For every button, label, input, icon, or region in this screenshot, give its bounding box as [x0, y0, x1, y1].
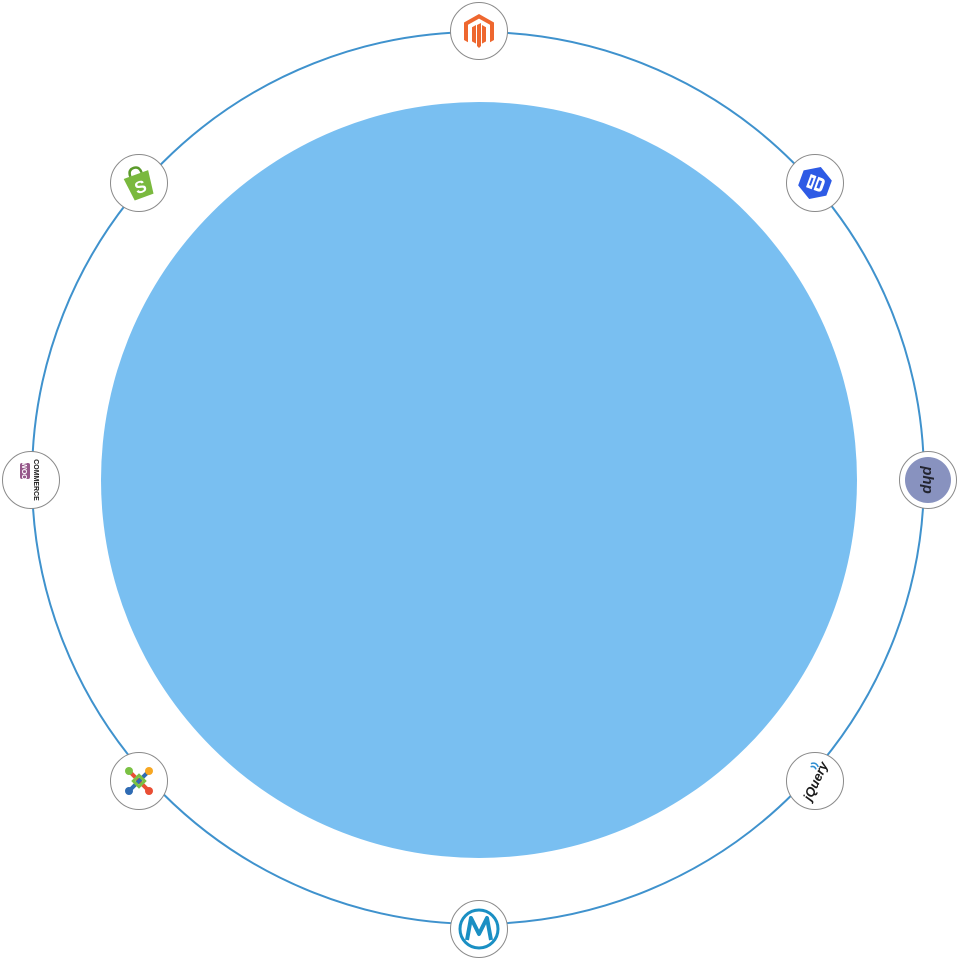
woocommerce-icon: WOO COMMERCE: [20, 459, 39, 501]
shopify-node[interactable]: S: [110, 154, 168, 212]
woocommerce-node[interactable]: WOO COMMERCE: [2, 451, 60, 509]
php-label: php: [919, 465, 936, 494]
wordpress-node[interactable]: [786, 154, 844, 212]
mconnect-node[interactable]: [450, 900, 508, 958]
jquery-node[interactable]: jQuery: [786, 752, 844, 810]
php-icon: php: [905, 457, 951, 503]
joomla-icon: [125, 767, 153, 795]
mconnect-icon: [458, 908, 500, 950]
magento-shape: [464, 14, 494, 48]
woo-label: WOO: [20, 462, 27, 480]
jquery-icon: jQuery: [799, 759, 831, 804]
magento-node[interactable]: [450, 2, 508, 60]
joomla-node[interactable]: [110, 752, 168, 810]
magento-icon: [464, 14, 494, 48]
commerce-label: COMMERCE: [32, 459, 39, 501]
php-node[interactable]: php: [899, 451, 957, 509]
shopify-icon: S: [123, 166, 154, 201]
wordpress-icon: [798, 167, 832, 199]
jquery-label: jQuery: [799, 759, 831, 804]
